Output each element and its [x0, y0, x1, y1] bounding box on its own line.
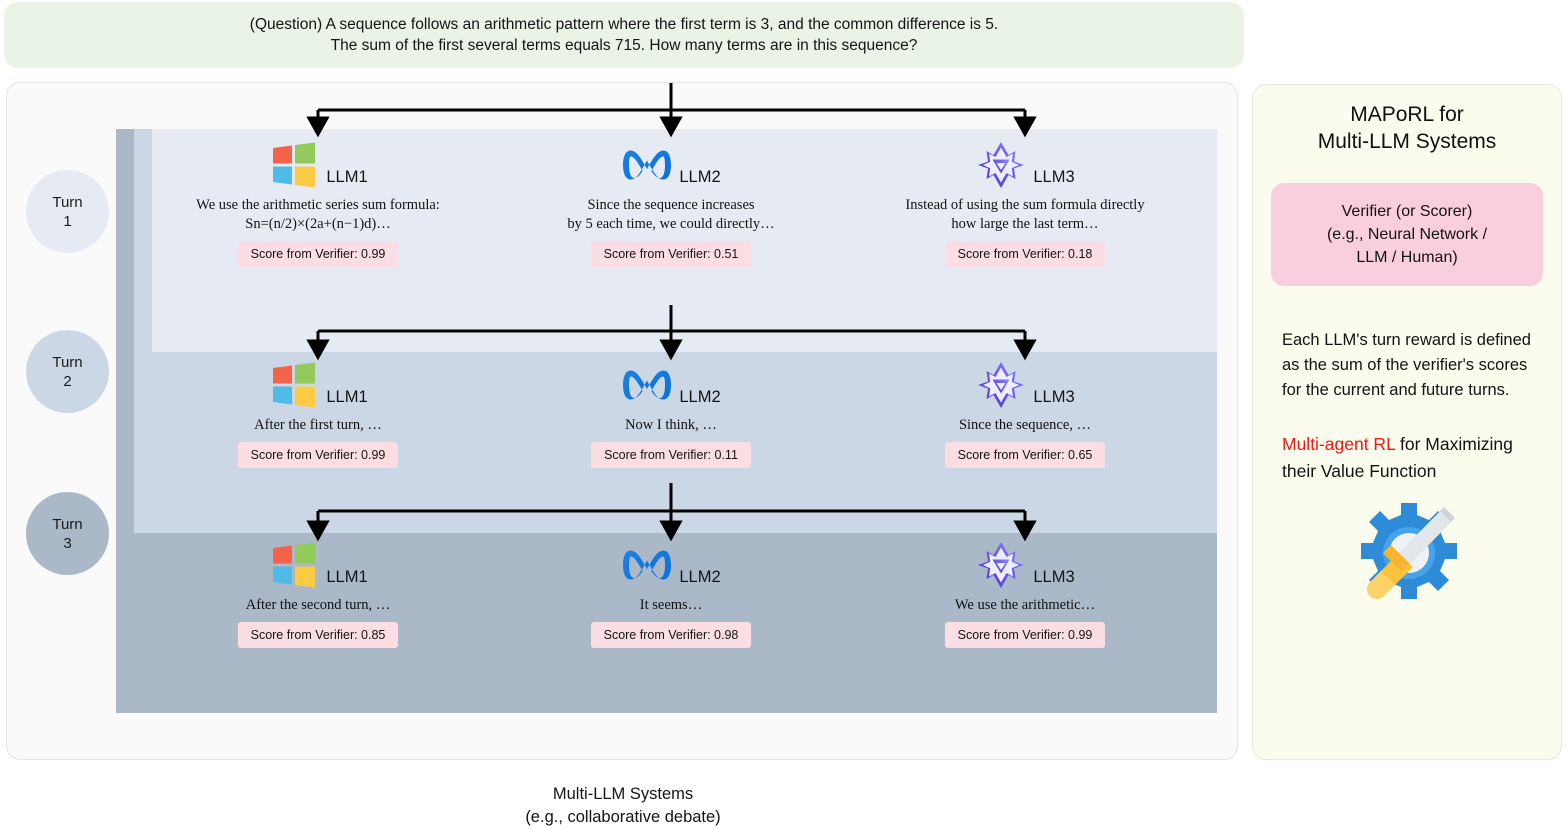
turn-2-agent-llm3[interactable]: LLM3 Since the sequence, … Score from Ve…	[860, 355, 1190, 468]
turn-badge-label: Turn	[52, 515, 83, 533]
verifier-box: Verifier (or Scorer) (e.g., Neural Netwo…	[1271, 183, 1543, 286]
agent-name: LLM3	[1033, 168, 1075, 186]
verifier-score-badge: Score from Verifier: 0.51	[590, 241, 752, 267]
agent-response-text: Now I think, …	[625, 417, 717, 433]
agent-response-text: After the second turn, …	[245, 597, 391, 613]
qwen-logo-icon	[978, 542, 1025, 588]
microsoft-logo-icon	[273, 542, 316, 588]
verifier-line-3: LLM / Human)	[1356, 249, 1458, 266]
turn-badge-2: Turn 2	[26, 330, 109, 413]
sidebar-title-line-2: Multi-LLM Systems	[1317, 130, 1497, 153]
agent-header: LLM3	[975, 135, 1075, 191]
turn-3-agent-llm1[interactable]: LLM1 After the second turn, … Score from…	[153, 535, 483, 648]
microsoft-logo-icon	[273, 362, 316, 408]
maporl-sidebar: MAPoRL for Multi-LLM Systems Verifier (o…	[1252, 84, 1562, 760]
turn-1-agent-llm2[interactable]: LLM2 Since the sequence increases by 5 e…	[506, 135, 836, 267]
agent-header: LLM3	[975, 535, 1075, 591]
verifier-line-1: Verifier (or Scorer)	[1341, 203, 1473, 220]
agent-name: LLM1	[326, 168, 368, 186]
turn-badge-number: 3	[63, 534, 72, 552]
turn-1-agent-llm1[interactable]: LLM1 We use the arithmetic series sum fo…	[153, 135, 483, 267]
verifier-score-badge: Score from Verifier: 0.18	[944, 241, 1106, 267]
turn-2-agent-llm2[interactable]: LLM2 Now I think, … Score from Verifier:…	[506, 355, 836, 468]
turn-badge-number: 2	[63, 372, 72, 390]
turn-badge-number: 1	[63, 212, 72, 230]
turn-2-agent-llm1[interactable]: LLM1 After the first turn, … Score from …	[153, 355, 483, 468]
agent-header: LLM1	[268, 535, 368, 591]
question-banner: (Question) A sequence follows an arithme…	[4, 2, 1244, 68]
agent-name: LLM1	[326, 568, 368, 586]
agent-name: LLM3	[1033, 568, 1075, 586]
verifier-score-badge: Score from Verifier: 0.11	[591, 442, 751, 468]
agent-header: LLM2	[621, 535, 721, 591]
agent-response-text: We use the arithmetic…	[954, 597, 1096, 613]
turn-1-agent-llm3[interactable]: LLM3 Instead of using the sum formula di…	[860, 135, 1190, 267]
agent-response-text: Instead of using the sum formula directl…	[905, 197, 1145, 232]
multi-llm-diagram-panel: LLM1 We use the arithmetic series sum fo…	[6, 82, 1238, 826]
multi-agent-rl-highlight: Multi-agent RL	[1282, 434, 1396, 454]
qwen-logo-icon	[978, 362, 1025, 408]
verifier-score-badge: Score from Verifier: 0.99	[237, 442, 399, 468]
agent-response-text: Since the sequence increases by 5 each t…	[567, 197, 775, 232]
verifier-score-badge: Score from Verifier: 0.65	[944, 442, 1106, 468]
agent-header: LLM2	[621, 135, 721, 191]
turn-3-agent-llm3[interactable]: LLM3 We use the arithmetic… Score from V…	[860, 535, 1190, 648]
reward-definition-note: Each LLM's turn reward is defined as the…	[1282, 331, 1531, 399]
agent-header: LLM1	[268, 355, 368, 411]
agent-name: LLM2	[679, 568, 721, 586]
sidebar-title-line-1: MAPoRL for	[1350, 103, 1464, 126]
microsoft-logo-icon	[273, 142, 316, 188]
system-caption-line-2: (e.g., collaborative debate)	[525, 808, 721, 826]
agent-response-text: Since the sequence, …	[958, 417, 1092, 433]
turn-1-panel-layer	[152, 129, 1217, 352]
agent-response-text: It seems…	[639, 597, 703, 613]
sidebar-title: MAPoRL for Multi-LLM Systems	[1318, 101, 1497, 155]
question-line-1: (Question) A sequence follows an arithme…	[249, 16, 999, 33]
verifier-score-badge: Score from Verifier: 0.99	[944, 622, 1106, 648]
turn-badge-label: Turn	[52, 353, 83, 371]
meta-logo-icon	[623, 370, 672, 400]
agent-response-text: After the first turn, …	[254, 417, 382, 433]
verifier-score-badge: Score from Verifier: 0.98	[590, 622, 752, 648]
gear-screwdriver-icon	[1347, 499, 1467, 615]
turn-badge-1: Turn 1	[26, 170, 109, 253]
verifier-score-badge: Score from Verifier: 0.85	[237, 622, 399, 648]
system-caption-line-1: Multi-LLM Systems	[552, 785, 694, 803]
agent-header: LLM3	[975, 355, 1075, 411]
agent-header: LLM1	[268, 135, 368, 191]
verifier-line-2: (e.g., Neural Network /	[1326, 226, 1488, 243]
question-line-2: The sum of the first several terms equal…	[330, 37, 918, 54]
turn-3-agent-llm2[interactable]: LLM2 It seems… Score from Verifier: 0.98	[506, 535, 836, 648]
agent-header: LLM2	[621, 355, 721, 411]
agent-name: LLM3	[1033, 388, 1075, 406]
qwen-logo-icon	[978, 142, 1025, 188]
meta-logo-icon	[623, 150, 672, 180]
turn-badge-3: Turn 3	[26, 492, 109, 575]
agent-response-text: We use the arithmetic series sum formula…	[196, 197, 440, 232]
meta-logo-icon	[623, 550, 672, 580]
agent-name: LLM1	[326, 388, 368, 406]
multi-agent-rl-note: Multi-agent RL for Maximizing their Valu…	[1282, 431, 1532, 485]
multi-agent-rl-rest: for Maximizing their Value Function	[1282, 434, 1513, 481]
verifier-score-badge: Score from Verifier: 0.99	[237, 241, 399, 267]
system-caption: Multi-LLM Systems (e.g., collaborative d…	[7, 783, 1239, 829]
agent-name: LLM2	[679, 168, 721, 186]
turn-badge-label: Turn	[52, 193, 83, 211]
agent-name: LLM2	[679, 388, 721, 406]
